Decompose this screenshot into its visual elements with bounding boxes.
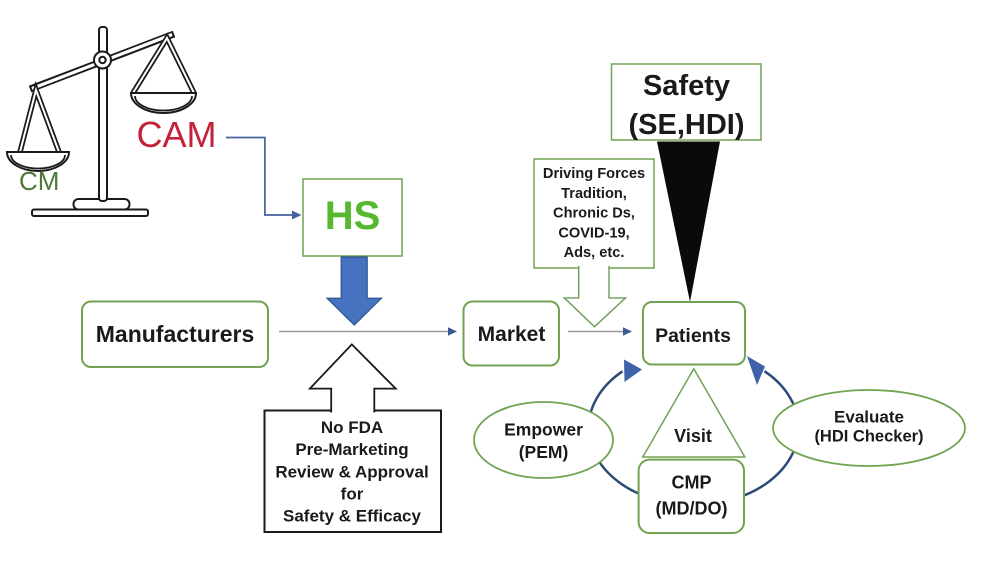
svg-text:Manufacturers: Manufacturers (96, 321, 254, 347)
svg-text:CM: CM (19, 166, 59, 196)
svg-text:Safety & Efficacy: Safety & Efficacy (283, 507, 421, 526)
svg-text:CAM: CAM (137, 114, 217, 155)
svg-text:COVID-19,: COVID-19, (558, 225, 629, 241)
svg-text:CMP: CMP (672, 473, 712, 493)
svg-text:No FDA: No FDA (321, 418, 383, 437)
svg-text:(MD/DO): (MD/DO) (656, 499, 728, 519)
svg-text:Chronic Ds,: Chronic Ds, (553, 206, 635, 222)
svg-text:HS: HS (325, 194, 381, 238)
svg-text:Review & Approval: Review & Approval (275, 463, 428, 482)
svg-text:Ads, etc.: Ads, etc. (564, 245, 625, 261)
svg-text:(HDI Checker): (HDI Checker) (814, 428, 923, 446)
svg-text:Empower: Empower (504, 420, 583, 440)
svg-text:Evaluate: Evaluate (834, 408, 904, 427)
svg-text:Patients: Patients (655, 325, 731, 347)
svg-text:for: for (341, 485, 364, 504)
svg-text:Visit: Visit (674, 426, 712, 446)
svg-text:Driving Forces: Driving Forces (543, 166, 645, 182)
svg-text:Tradition,: Tradition, (561, 186, 627, 202)
svg-text:Market: Market (478, 323, 546, 346)
svg-text:Safety: Safety (643, 70, 730, 102)
svg-text:(SE,HDI): (SE,HDI) (629, 109, 745, 141)
svg-text:Pre-Marketing: Pre-Marketing (295, 440, 408, 459)
svg-text:(PEM): (PEM) (519, 442, 569, 462)
